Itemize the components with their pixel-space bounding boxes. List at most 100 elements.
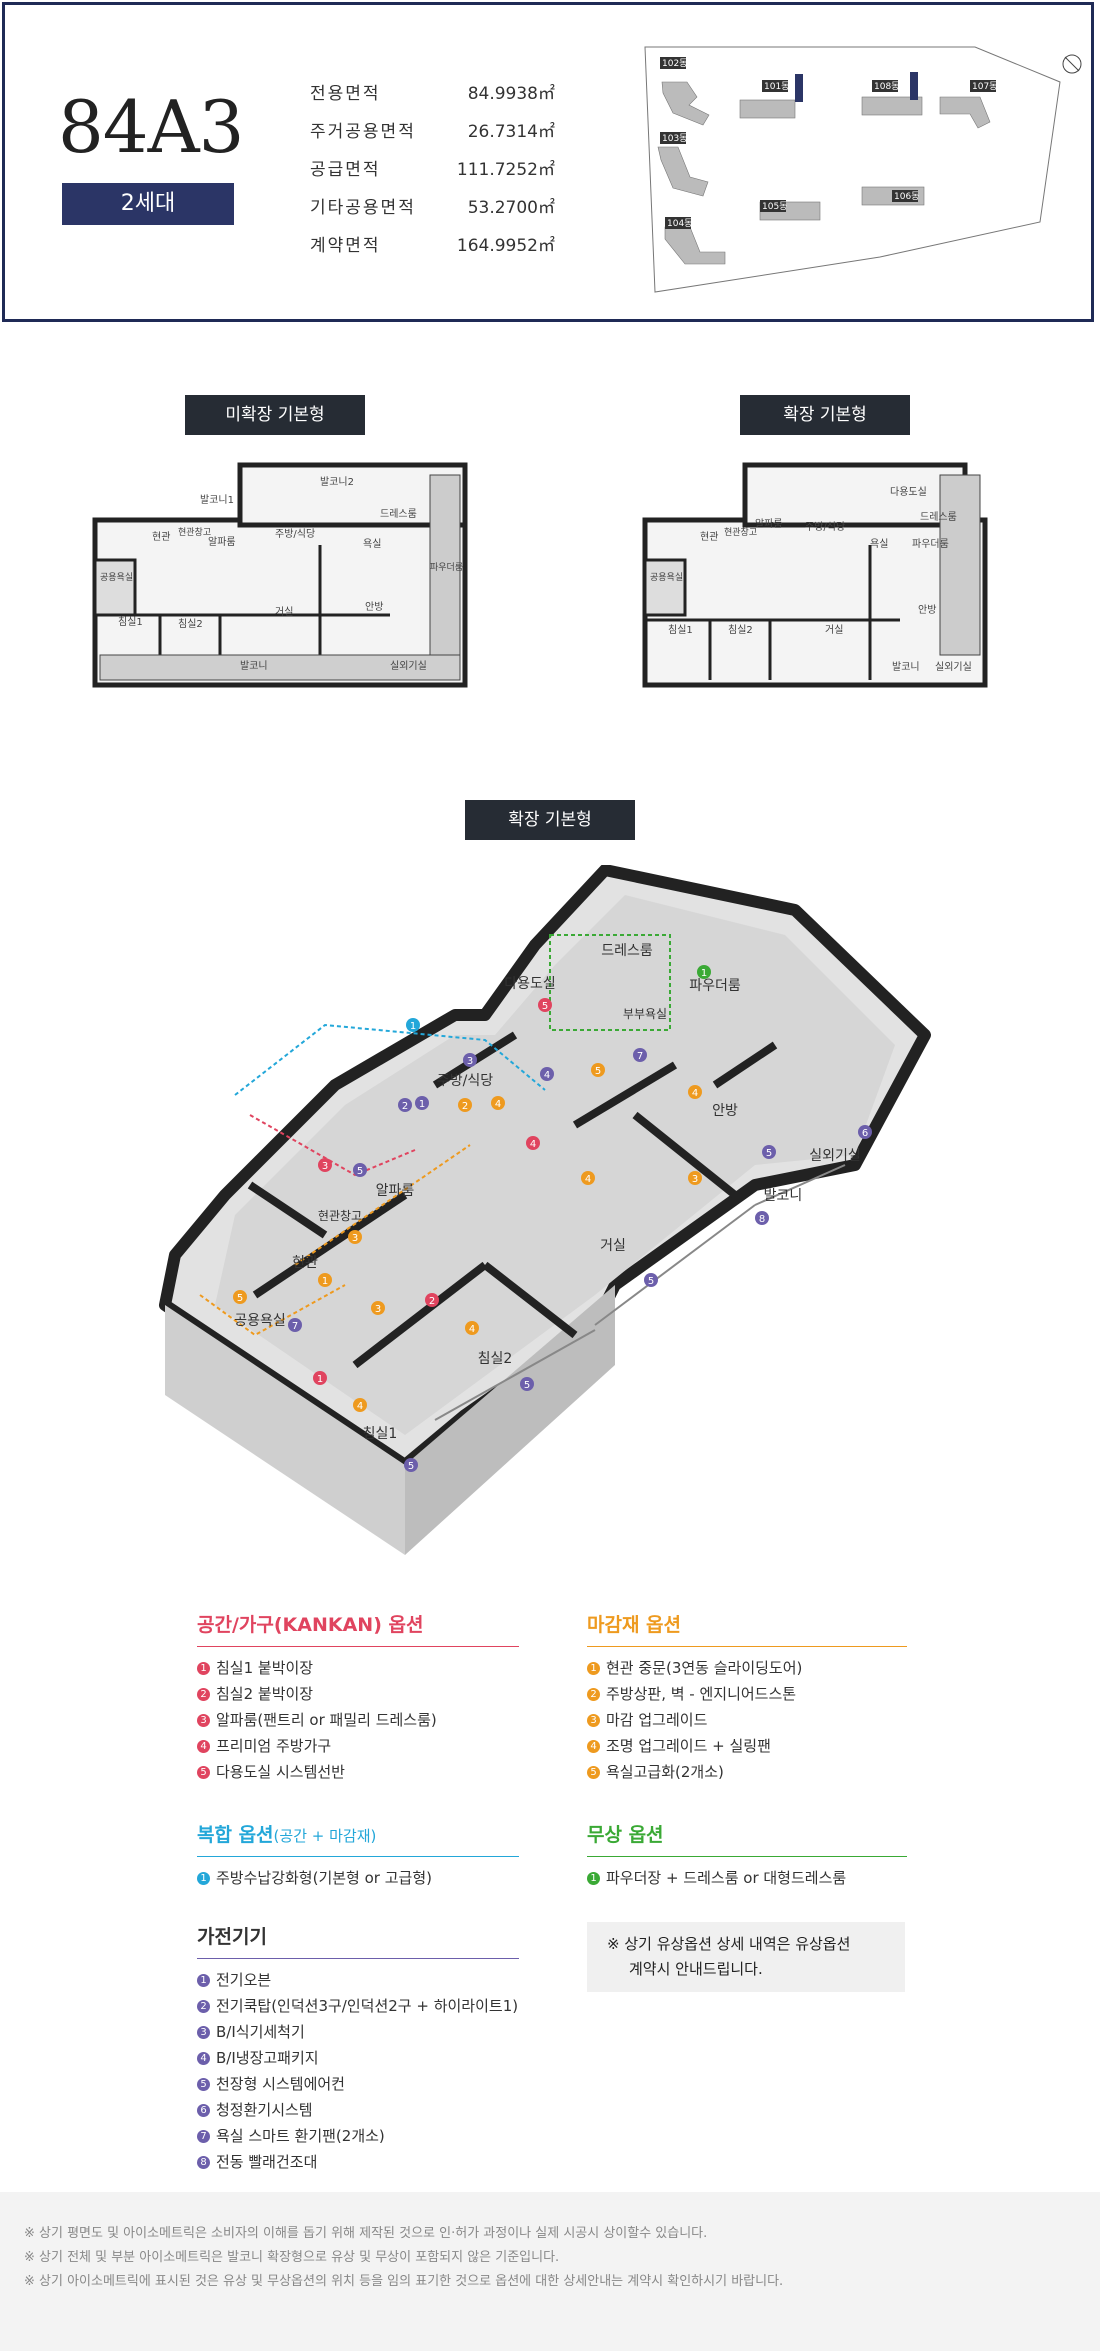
option-text: 청정환기시스템 bbox=[216, 2101, 313, 2119]
option-text: 마감 업그레이드 bbox=[606, 1711, 708, 1729]
svg-text:2: 2 bbox=[429, 1296, 435, 1307]
building-shape bbox=[664, 226, 726, 265]
room-label: 알파룸 bbox=[755, 518, 783, 530]
room-label: 알파룸 bbox=[208, 536, 236, 548]
option-marker: 5 bbox=[233, 1290, 247, 1304]
option-marker: 5 bbox=[404, 1458, 418, 1472]
room-label: 다용도실 bbox=[890, 486, 927, 498]
highlight-building bbox=[795, 74, 803, 102]
svg-text:5: 5 bbox=[648, 1276, 654, 1287]
option-marker: 2 bbox=[398, 1098, 412, 1112]
room-label: 공용욕실 bbox=[100, 572, 133, 583]
number-badge-icon: 1 bbox=[197, 1973, 210, 1987]
option-marker: 4 bbox=[540, 1067, 554, 1081]
option-text: 조명 업그레이드 + 실링팬 bbox=[606, 1737, 771, 1755]
number-badge-icon: 1 bbox=[587, 1871, 600, 1885]
highlight-building bbox=[910, 72, 918, 100]
room-label: 파우더룸 bbox=[689, 978, 741, 994]
room-label: 거실 bbox=[600, 1238, 626, 1254]
number-badge-icon: 5 bbox=[587, 1765, 600, 1779]
option-text: 파우더장 + 드레스룸 or 대형드레스룸 bbox=[606, 1869, 847, 1887]
option-marker: 4 bbox=[581, 1171, 595, 1185]
room-label: 알파룸 bbox=[376, 1183, 415, 1199]
svg-text:3: 3 bbox=[352, 1233, 358, 1244]
building-label: 102동 bbox=[662, 58, 687, 69]
number-badge-icon: 2 bbox=[197, 1999, 210, 2013]
svg-text:8: 8 bbox=[759, 1214, 765, 1225]
combo-title: 복합 옵션 bbox=[197, 1824, 274, 1846]
room-label: 발코니2 bbox=[320, 476, 354, 488]
option-text: 침실1 붙박이장 bbox=[216, 1659, 314, 1677]
area-value: 84.9938㎡ bbox=[467, 83, 555, 104]
appliance-options-title: 가전기기 bbox=[197, 1922, 519, 1959]
option-marker: 5 bbox=[353, 1163, 367, 1177]
option-text: 천장형 시스템에어컨 bbox=[216, 2075, 345, 2093]
option-item: 1 주방수납강화형(기본형 or 고급형) bbox=[197, 1865, 519, 1891]
option-text: 욕실 스마트 환기팬(2개소) bbox=[216, 2127, 385, 2145]
room-label: 발코니1 bbox=[200, 494, 234, 506]
room-label: 공용욕실 bbox=[650, 572, 683, 583]
option-text: 알파룸(팬트리 or 패밀리 드레스룸) bbox=[216, 1711, 437, 1729]
note-line: 계약시 안내드립니다. bbox=[629, 1960, 763, 1978]
room-label: 공용욕실 bbox=[234, 1313, 286, 1329]
number-badge-icon: 7 bbox=[197, 2129, 210, 2143]
room-label: 드레스룸 bbox=[920, 511, 957, 523]
room-label: 침실1 bbox=[363, 1426, 398, 1442]
option-marker: 8 bbox=[755, 1211, 769, 1225]
option-text: B/I식기세척기 bbox=[216, 2023, 305, 2041]
number-badge-icon: 1 bbox=[197, 1871, 210, 1885]
building-label: 104동 bbox=[667, 218, 692, 229]
building-shape bbox=[661, 81, 710, 126]
room-label: 현관창고 bbox=[724, 527, 757, 538]
svg-text:3: 3 bbox=[322, 1161, 328, 1172]
area-label: 주거공용면적 bbox=[310, 121, 416, 142]
area-label: 전용면적 bbox=[310, 83, 381, 104]
option-marker: 1 bbox=[415, 1096, 429, 1110]
floor-plan-unextended: 발코니1 발코니2 현관 현관창고 알파룸 주방/식당 욕실 드레스룸 공용욕실… bbox=[92, 462, 468, 688]
svg-text:6: 6 bbox=[862, 1128, 868, 1139]
option-text: 주방수납강화형(기본형 or 고급형) bbox=[216, 1869, 432, 1887]
building-label: 101동 bbox=[764, 81, 789, 92]
option-text: 침실2 붙박이장 bbox=[216, 1685, 314, 1703]
disclaimer-line: ※ 상기 아이소메트릭에 표시된 것은 유상 및 무상옵션의 위치 등을 임의 … bbox=[24, 2274, 784, 2289]
number-badge-icon: 6 bbox=[197, 2103, 210, 2117]
svg-text:5: 5 bbox=[766, 1148, 772, 1159]
paid-option-note: ※ 상기 유상옵션 상세 내역은 유상옵션 계약시 안내드립니다. bbox=[587, 1922, 905, 1992]
svg-text:1: 1 bbox=[701, 968, 707, 979]
room-label: 현관창고 bbox=[318, 1209, 362, 1223]
room-label: 드레스룸 bbox=[380, 508, 417, 520]
option-text: 전기오븐 bbox=[216, 1971, 272, 1989]
number-badge-icon: 3 bbox=[197, 1713, 210, 1727]
area-label: 계약면적 bbox=[310, 235, 381, 256]
svg-text:5: 5 bbox=[542, 1001, 548, 1012]
option-marker: 4 bbox=[353, 1398, 367, 1412]
number-badge-icon: 5 bbox=[197, 1765, 210, 1779]
svg-text:1: 1 bbox=[317, 1374, 323, 1385]
room-label: 현관 bbox=[152, 531, 170, 543]
room-label: 현관 bbox=[700, 531, 718, 543]
room-label: 다용도실 bbox=[504, 976, 556, 992]
room-label: 실외기실 bbox=[390, 660, 427, 672]
svg-text:4: 4 bbox=[544, 1070, 550, 1081]
plan-label-unextended: 미확장 기본형 bbox=[185, 395, 365, 435]
room-label: 주방/식당 bbox=[805, 521, 845, 533]
option-item: 6 청정환기시스템 bbox=[197, 2097, 519, 2123]
number-badge-icon: 2 bbox=[197, 1687, 210, 1701]
svg-text:5: 5 bbox=[524, 1380, 530, 1391]
room-label: 거실 bbox=[825, 624, 843, 636]
svg-text:5: 5 bbox=[595, 1066, 601, 1077]
option-item: 7 욕실 스마트 환기팬(2개소) bbox=[197, 2123, 519, 2149]
svg-text:2: 2 bbox=[402, 1101, 408, 1112]
option-marker: 4 bbox=[526, 1136, 540, 1150]
